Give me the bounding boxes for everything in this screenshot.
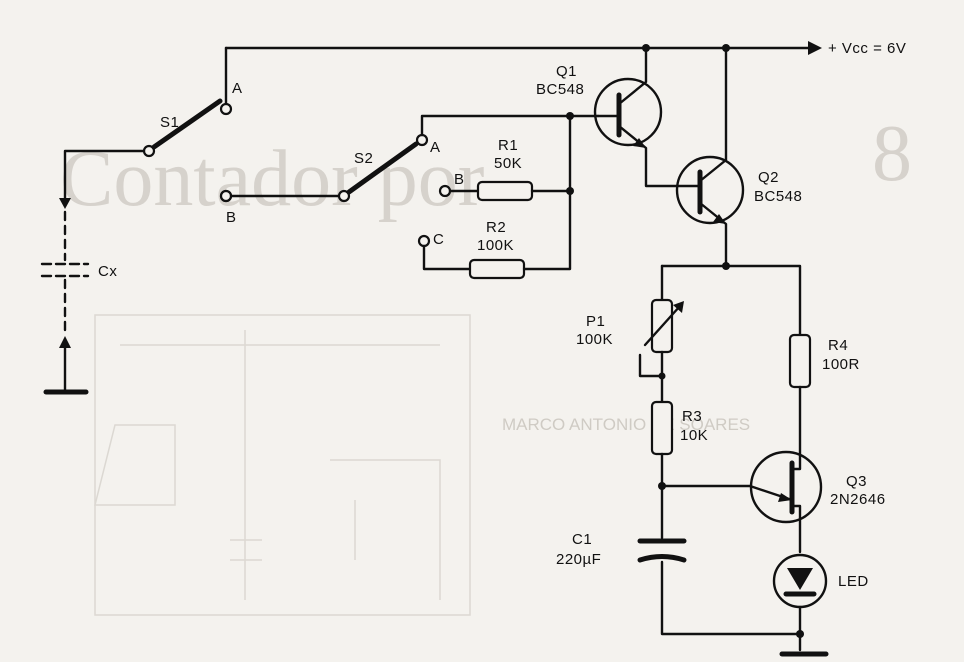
- q3-emitter-arrow-icon: [778, 493, 792, 502]
- s2-pivot: [337, 189, 351, 203]
- r4-value: 100R: [822, 356, 860, 373]
- q1-name: Q1: [556, 63, 577, 80]
- oscillator-section: P1 100K R3 10K R4 100R C1 220µF: [556, 262, 860, 636]
- vcc-arrow-icon: [808, 41, 822, 55]
- q3-name: Q3: [846, 473, 867, 490]
- s1-terminal-a: [219, 102, 233, 116]
- r2-value: 100K: [477, 237, 514, 254]
- resistor-r4: [788, 333, 812, 389]
- q1-collector: [617, 46, 648, 106]
- resistor-r3: [650, 400, 674, 456]
- supply-rail: + Vcc = 6V: [224, 40, 906, 57]
- junction-dot: [796, 630, 804, 638]
- c1-ground-wire: [660, 560, 802, 636]
- vcc-label: + Vcc = 6V: [828, 40, 906, 57]
- bleed-through-layer: Contador por 8 MARCO ANTONIO DE SOARES: [60, 110, 912, 616]
- r3-name: R3: [682, 408, 702, 425]
- switch-s2: S2 A B R1 50K C R2 100K: [219, 112, 600, 280]
- q3-b2-lead: [790, 453, 802, 471]
- emitter-bus-wire: [660, 264, 802, 337]
- p1-wiper: [643, 304, 682, 347]
- r1-value: 50K: [494, 155, 522, 172]
- q2-part: BC548: [754, 188, 802, 205]
- p1-adjust-arrow-icon: [673, 301, 684, 313]
- s2-a-wire: [420, 114, 600, 137]
- r2-left-wire: [422, 244, 472, 271]
- cx-top-arrow-icon: [59, 198, 71, 209]
- transistor-q2: Q2 BC548: [675, 46, 802, 268]
- capacitor-cx: Cx: [40, 149, 146, 395]
- bleed-circuit: [94, 330, 441, 600]
- bleed-page-number: 8: [872, 110, 912, 198]
- s2-terminal-c: [417, 234, 431, 248]
- r2-right-wire: [522, 114, 572, 271]
- cx-label: Cx: [98, 263, 117, 280]
- q1-emitter-arrow-icon: [633, 138, 646, 148]
- c1-plate-bottom: [637, 554, 687, 563]
- s2-terminal-a: [415, 133, 429, 147]
- s2-name: S2: [354, 150, 373, 167]
- q1-emitter: [617, 124, 700, 188]
- junction-dot: [722, 262, 730, 270]
- r1-name: R1: [498, 137, 518, 154]
- s2-label-c: C: [433, 231, 444, 248]
- q3-body: [749, 450, 823, 524]
- q2-collector: [698, 46, 728, 183]
- transistor-q3: Q3 2N2646: [660, 450, 886, 554]
- s2-terminal-b-link: [219, 189, 233, 203]
- q2-name: Q2: [758, 169, 779, 186]
- p1-name: P1: [586, 313, 605, 330]
- s2-terminal-b: [438, 184, 452, 198]
- led-label: LED: [838, 573, 869, 590]
- c1-name: C1: [572, 531, 592, 548]
- led-icon: [787, 568, 813, 590]
- p1-value: 100K: [576, 331, 613, 348]
- r3-value: 10K: [680, 427, 708, 444]
- bleed-author: MARCO ANTONIO DE SOARES: [502, 415, 750, 434]
- cx-plates: [40, 262, 90, 278]
- q1-part: BC548: [536, 81, 584, 98]
- q3-emitter-lead: [660, 484, 794, 502]
- c1-value: 220µF: [556, 551, 601, 568]
- s2-label-a: A: [430, 139, 441, 156]
- resistor-r1: [476, 180, 534, 202]
- q3-b1-lead: [790, 504, 802, 554]
- q3-part: 2N2646: [830, 491, 886, 508]
- resistor-r2: [468, 258, 526, 280]
- transistor-q1: Q1 BC548: [536, 46, 700, 188]
- cx-bottom-arrow-icon: [59, 336, 71, 348]
- p1-bottom-wire: [638, 350, 664, 378]
- s1-lever: [151, 98, 223, 150]
- r4-name: R4: [828, 337, 848, 354]
- led-indicator: LED: [772, 553, 869, 657]
- s1-label-b: B: [226, 209, 237, 226]
- bleed-title: Contador por: [60, 135, 484, 223]
- s2-label-b: B: [454, 171, 465, 188]
- cx-top-wire: [63, 149, 146, 200]
- s1-name: S1: [160, 114, 179, 131]
- q2-emitter-arrow-icon: [713, 214, 726, 224]
- r2-name: R2: [486, 219, 506, 236]
- q2-emitter: [698, 201, 728, 268]
- s2-lever: [346, 141, 419, 195]
- bleed-frame: [94, 314, 471, 616]
- q1-body: [593, 77, 663, 147]
- q2-body: [675, 155, 745, 225]
- s1-label-a: A: [232, 80, 243, 97]
